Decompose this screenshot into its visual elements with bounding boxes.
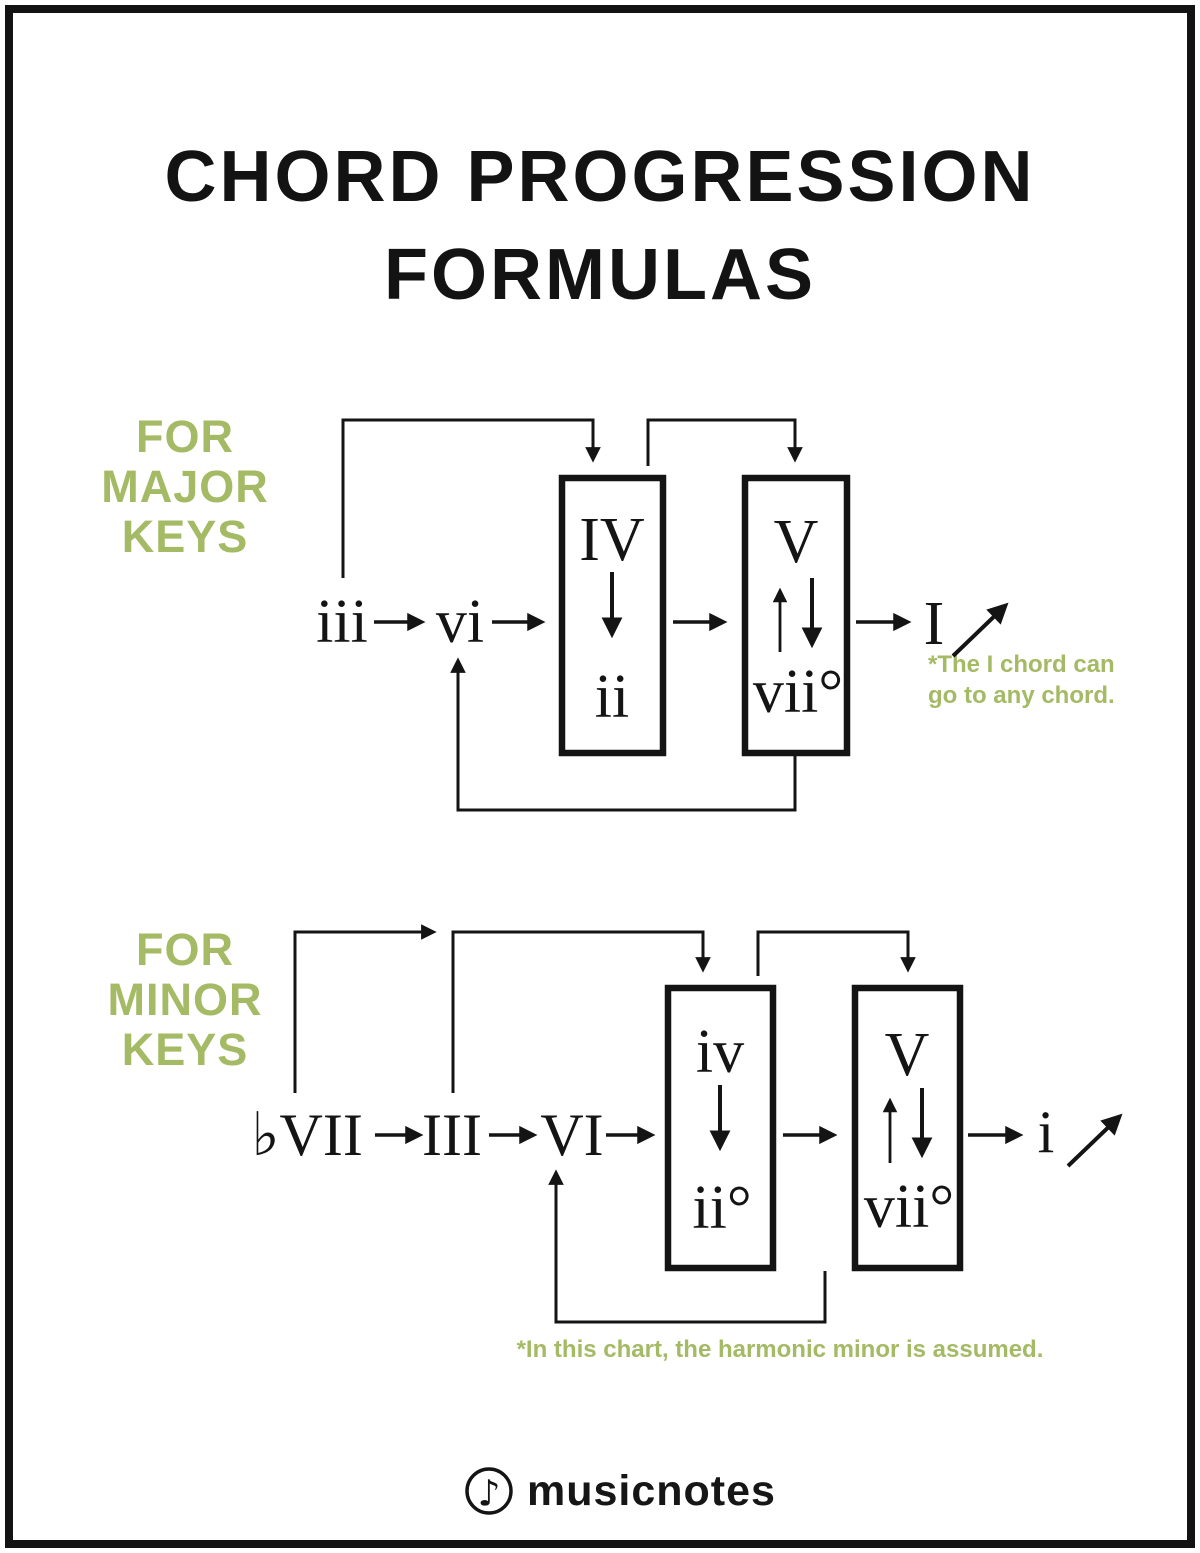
minor-box2-bottom-label: vii° [864, 1173, 954, 1241]
major-feedback-V-to-vi [450, 657, 797, 812]
minor-keys-label-line-2: MINOR [107, 974, 263, 1025]
minor-keys-label-line-3: KEYS [121, 1024, 249, 1075]
major-footnote-line-1: *The I chord can [928, 651, 1115, 678]
page-title: CHORD PROGRESSION FORMULAS [0, 128, 1200, 324]
minor-arrow-i-anywhere [1066, 1113, 1123, 1168]
minor-bracket-iv-to-V [756, 930, 916, 976]
minor-box1-bottom-label: ii° [692, 1174, 751, 1242]
major-end-node-I: I [924, 590, 945, 658]
minor-bracket-III-to-iv [451, 930, 711, 1093]
minor-box-V-vii [851, 984, 964, 1272]
major-box-V-vii [741, 474, 851, 757]
major-node-vi: vi [436, 588, 484, 656]
major-box1-top-label: IV [579, 506, 645, 574]
minor-keys-label-line-1: FOR [136, 924, 234, 975]
minor-box2-top-label: V [885, 1021, 930, 1089]
major-keys-label-line-3: KEYS [121, 511, 249, 562]
major-footnote: *The I chord can go to any chord. [928, 649, 1158, 711]
major-bracket-iii-to-IV [341, 418, 601, 578]
minor-diagram: ♭VII III VI iv ii° V vii° i [251, 924, 1123, 1324]
minor-bracket-bVII-to-line [293, 924, 437, 1093]
minor-node-bVII: ♭VII [251, 1102, 363, 1168]
major-node-iii: iii [316, 588, 368, 656]
logo-circle [465, 1467, 513, 1515]
minor-node-VI: VI [540, 1102, 603, 1168]
minor-keys-label: FOR MINOR KEYS [85, 925, 285, 1075]
major-keys-label-line-1: FOR [136, 411, 234, 462]
major-box1-bottom-label: ii [595, 663, 629, 731]
minor-node-III: III [422, 1102, 482, 1168]
brand-logo: ♪ [465, 1467, 513, 1515]
brand-wordmark: musicnotes [527, 1467, 776, 1515]
major-keys-label: FOR MAJOR KEYS [85, 412, 285, 562]
minor-box1-top-label: iv [696, 1018, 744, 1086]
major-arrow-I-anywhere [951, 602, 1009, 658]
major-diagram: iii vi IV ii V vii° I [316, 418, 1009, 812]
minor-feedback-V-to-VI [548, 1169, 827, 1324]
minor-footnote: *In this chart, the harmonic minor is as… [516, 1336, 1044, 1363]
major-footnote-line-2: go to any chord. [928, 682, 1115, 709]
page-title-line-1: CHORD PROGRESSION [164, 137, 1036, 217]
page-title-line-2: FORMULAS [384, 235, 816, 315]
major-box2-bottom-label: vii° [753, 658, 843, 726]
eighth-note-icon: ♪ [478, 1474, 501, 1515]
minor-end-node-i: i [1038, 1099, 1055, 1165]
major-keys-label-line-2: MAJOR [101, 461, 269, 512]
major-bracket-IV-to-V [646, 418, 803, 466]
major-box2-top-label: V [774, 508, 819, 576]
